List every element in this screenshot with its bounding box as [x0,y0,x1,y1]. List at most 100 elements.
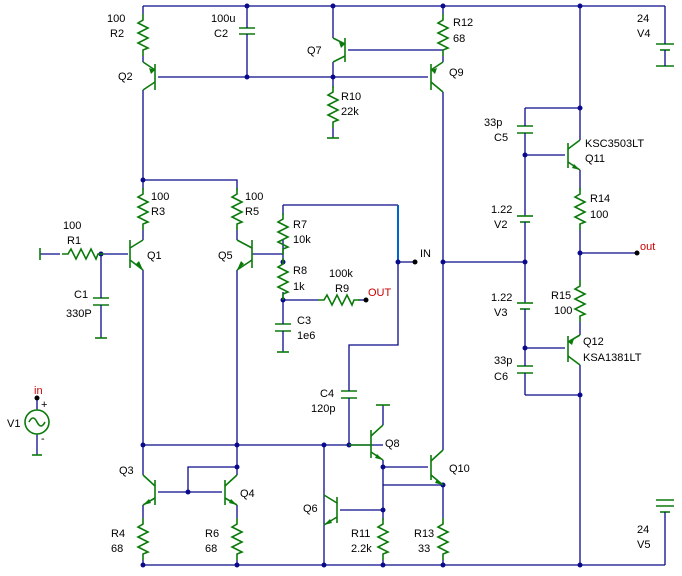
source-V4 [656,12,674,67]
Q1-ref: Q1 [147,250,162,262]
R11-value: 2.2k [351,543,372,555]
C2-value: 100u [211,13,235,25]
R1-value: 100 [63,220,81,232]
R1-ref: R1 [67,235,81,247]
transistor-Q4 [224,474,238,506]
source-V3 [517,285,533,330]
resistor-R1 [61,248,105,260]
transistor-Q9 [430,61,444,93]
R7-ref: R7 [293,219,307,231]
C6-value: 33p [494,355,512,367]
V4-value: 24 [637,13,649,25]
R10-ref: R10 [341,91,361,103]
V1-plus: + [41,399,47,411]
Q4-ref: Q4 [240,488,255,500]
transistor-Q6 [323,494,338,526]
R4-value: 68 [111,543,123,555]
R6-ref: R6 [205,528,219,540]
C1-ref: C1 [74,289,88,301]
R9-value: 100k [329,268,353,280]
wires [36,5,666,566]
transistor-Q8 [349,404,390,461]
capacitor-C3 [275,318,291,353]
C2-ref: C2 [214,28,228,40]
Q5-ref: Q5 [218,250,233,262]
R5-value: 100 [245,191,263,203]
V3-ref: V3 [494,307,507,319]
Q10-ref: Q10 [449,463,470,475]
out-net-label: out [640,241,655,253]
R8-ref: R8 [293,265,307,277]
resistor-R13 [437,517,449,561]
resistor-R4 [137,517,149,561]
R9-ref: R9 [335,283,349,295]
R15-value: 100 [554,305,572,317]
Q2-ref: Q2 [118,71,133,83]
OUT-net-label: OUT [368,287,392,299]
transistor-Q1 [129,239,144,271]
C5-ref: C5 [494,132,508,144]
labels: 100 R2 100u C2 Q2 Q7 R12 68 Q9 R10 22k 1… [7,13,655,555]
resistor-R9 [317,294,361,306]
capacitor-C6 [517,360,533,380]
V5-ref: V5 [637,539,650,551]
capacitor-C4 [341,385,357,405]
Q9-ref: Q9 [449,67,464,79]
resistor-R8 [277,257,289,301]
V3-value: 1.22 [491,292,512,304]
resistor-R5 [231,187,243,231]
C6-ref: C6 [494,371,508,383]
Q7-ref: Q7 [307,45,322,57]
R4-ref: R4 [111,528,125,540]
source-V1 [24,395,50,456]
R3-value: 100 [151,191,169,203]
C4-ref: C4 [320,388,334,400]
R10-value: 22k [341,106,359,118]
R8-value: 1k [293,281,305,293]
output-terminal [634,250,640,256]
R3-ref: R3 [151,206,165,218]
IN-net-label: IN [420,248,431,260]
Q6-ref: Q6 [303,503,318,515]
C5-value: 33p [484,117,502,129]
resistor-R10 [327,85,339,129]
C3-value: 1e6 [297,330,315,342]
R13-value: 33 [418,543,430,555]
transistor-Q7 [332,37,346,63]
R14-value: 100 [590,209,608,221]
R2-ref: R2 [110,28,124,40]
capacitor-C1 [93,292,109,339]
R13-ref: R13 [414,528,434,540]
V2-ref: V2 [494,219,507,231]
transistor-Q12 [567,334,581,366]
R12-ref: R12 [453,17,473,29]
V1-minus: - [41,433,45,445]
Q12-model: KSA1381LT [583,352,642,364]
source-V2 [517,200,533,240]
V2-value: 1.22 [491,204,512,216]
Q8-ref: Q8 [385,438,400,450]
V4-ref: V4 [637,28,650,40]
resistor-R14 [574,187,586,231]
R14-ref: R14 [590,193,610,205]
out-terminal [363,297,369,303]
resistor-R3 [137,187,149,231]
R5-ref: R5 [245,206,259,218]
R2-value: 100 [107,13,125,25]
resistor-R6 [231,517,243,561]
capacitor-C5 [517,120,533,140]
C1-value: 330P [66,308,92,320]
source-V5 [656,499,674,555]
transistor-Q10 [430,449,444,486]
R15-ref: R15 [551,290,571,302]
capacitor-C2 [239,20,255,44]
R6-value: 68 [205,543,217,555]
transistor-Q5 [236,239,253,271]
resistor-R11 [377,517,389,561]
resistor-R15 [574,279,586,323]
resistor-R2 [137,13,149,57]
Q12-ref: Q12 [583,336,604,348]
resistor-R7 [277,212,289,256]
R7-value: 10k [293,234,311,246]
